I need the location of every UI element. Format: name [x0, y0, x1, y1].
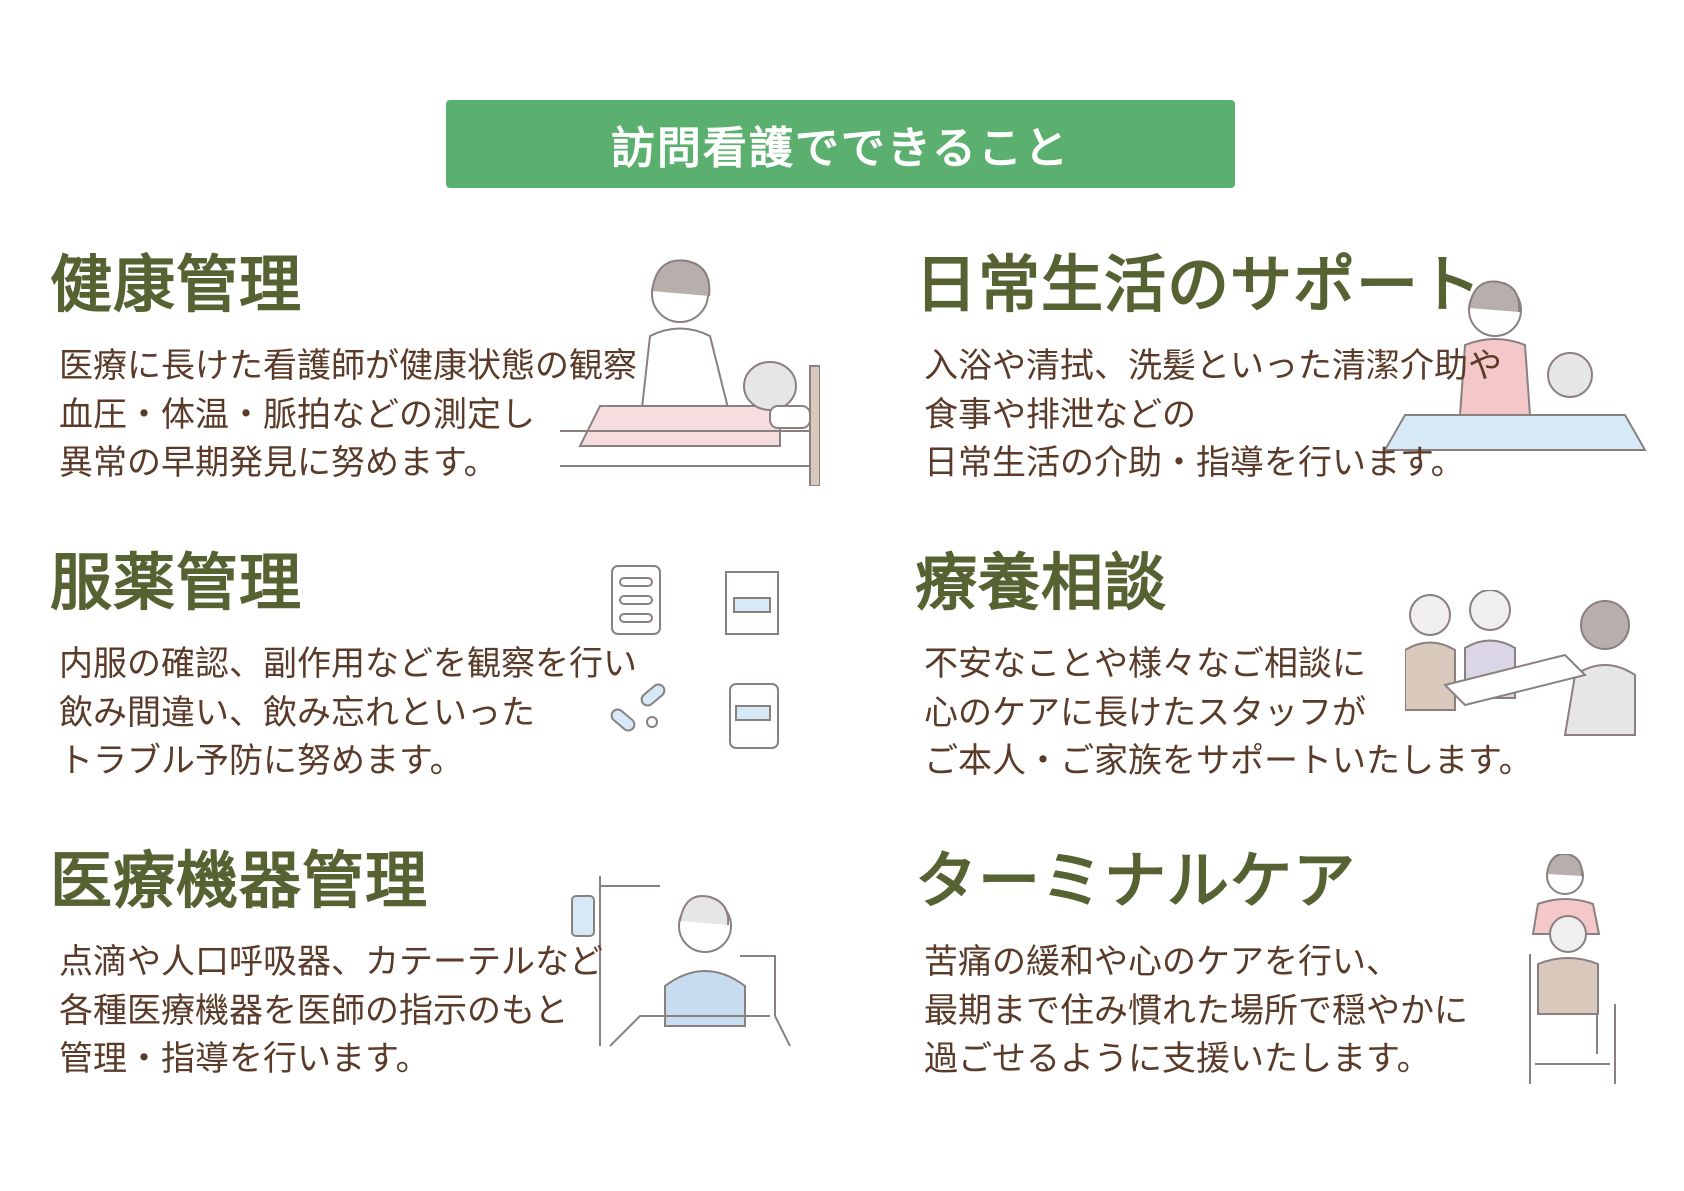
body-line: ご本人・ご家族をサポートいたします。 — [924, 741, 1533, 781]
body-line: 苦痛の緩和や心のケアを行い、 — [924, 942, 1400, 982]
body-line: 過ごせるように支援いたします。 — [924, 1039, 1431, 1079]
section-body: 不安なことや様々なご相談に 心のケアに長けたスタッフが ご本人・ご家族をサポート… — [924, 640, 1533, 786]
body-line: 食事や排泄などの — [924, 394, 1196, 435]
section-body: 内服の確認、副作用などを観察を行い 飲み間違い、飲み忘れといった トラブル予防に… — [59, 640, 637, 786]
section-medical-device-management: 医療機器管理 点滴や人口呼吸器、カテーテルなど 各種医療機器を医師の指示のもと … — [50, 846, 810, 1106]
section-title: 日常生活のサポート — [915, 248, 1483, 321]
section-medication-management: 服薬管理 内服の確認、副作用などを観察を行い 飲み間違い、飲み忘れといった トラ… — [50, 548, 810, 808]
section-body: 苦痛の緩和や心のケアを行い、 最期まで住み慣れた場所で穏やかに 過ごせるように支… — [924, 938, 1468, 1084]
section-body: 医療に長けた看護師が健康状態の観察 血圧・体温・脈拍などの測定し 異常の早期発見… — [59, 342, 637, 488]
bathing-assistance-icon — [1385, 280, 1665, 470]
wheelchair-care-icon — [1520, 854, 1630, 1084]
section-title: 健康管理 — [50, 248, 303, 321]
section-care-consultation: 療養相談 不安なことや様々なご相談に 心のケアに長けたスタッフが ご本人・ご家族… — [915, 548, 1675, 808]
body-line: 管理・指導を行います。 — [59, 1039, 430, 1079]
section-terminal-care: ターミナルケア 苦痛の緩和や心のケアを行い、 最期まで住み慣れた場所で穏やかに … — [915, 846, 1675, 1106]
body-line: 飲み間違い、飲み忘れといった — [59, 692, 535, 733]
body-line: 心のケアに長けたスタッフが — [924, 692, 1366, 733]
body-line: 内服の確認、副作用などを観察を行い — [59, 644, 637, 684]
body-line: 異常の早期発見に努めます。 — [59, 443, 498, 483]
section-daily-life-support: 日常生活のサポート 入浴や清拭、洗髪といった清潔介助や 食事や排泄などの 日常生… — [915, 250, 1675, 510]
medicine-icon — [610, 564, 840, 764]
section-health-management: 健康管理 医療に長けた看護師が健康状態の観察 血圧・体温・脈拍などの測定し 異常… — [50, 248, 820, 510]
section-body: 点滴や人口呼吸器、カテーテルなど 各種医療機器を医師の指示のもと 管理・指導を行… — [59, 938, 603, 1084]
body-line: 日常生活の介助・指導を行います。 — [924, 443, 1465, 483]
body-line: 不安なことや様々なご相談に — [924, 644, 1366, 684]
section-title: 療養相談 — [915, 546, 1168, 619]
page-title-banner: 訪問看護でできること — [446, 100, 1235, 188]
section-body: 入浴や清拭、洗髪といった清潔介助や 食事や排泄などの 日常生活の介助・指導を行い… — [924, 342, 1502, 488]
body-line: 点滴や人口呼吸器、カテーテルなど — [59, 942, 603, 982]
section-title: 医療機器管理 — [50, 844, 429, 917]
section-title: 服薬管理 — [50, 546, 303, 619]
body-line: 最期まで住み慣れた場所で穏やかに — [924, 990, 1468, 1031]
body-line: 医療に長けた看護師が健康状態の観察 — [59, 346, 637, 386]
consultation-icon — [1405, 590, 1665, 740]
page-title: 訪問看護でできること — [610, 123, 1071, 174]
iv-drip-patient-icon — [570, 876, 830, 1056]
body-line: トラブル予防に努めます。 — [59, 741, 464, 781]
nurse-with-patient-icon — [520, 256, 820, 486]
body-line: 血圧・体温・脈拍などの測定し — [59, 394, 535, 435]
body-line: 各種医療機器を医師の指示のもと — [59, 990, 569, 1031]
body-line: 入浴や清拭、洗髪といった清潔介助や — [924, 346, 1502, 386]
section-title: ターミナルケア — [915, 844, 1357, 917]
